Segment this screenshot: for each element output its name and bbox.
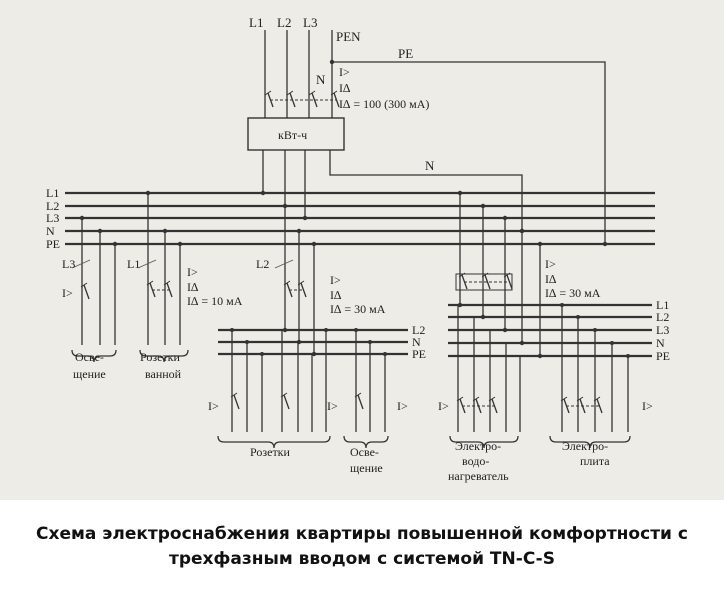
lighting-label-2: щение <box>73 367 106 381</box>
heater-label-3: нагреватель <box>448 469 509 483</box>
label-input-l3: L3 <box>303 15 317 30</box>
stove-breaker-label: I> <box>642 399 653 413</box>
wiring-diagram: L1 L2 L3 PEN PE N I> I∆ I∆ = 100 (300 мА… <box>0 0 724 500</box>
lighting-circuit <box>71 215 118 363</box>
heater-label-2: водо- <box>462 454 489 468</box>
bath-rcd-rating: I∆ = 10 мА <box>187 294 243 308</box>
group3-rcd-rating: I∆ = 30 мА <box>545 286 601 300</box>
caption-line-2: трехфазным вводом с системой TN-C-S <box>169 549 555 569</box>
group3-rcd-residual: I∆ <box>545 272 557 286</box>
group2-bus <box>218 327 408 357</box>
group2-rcd-overcurrent: I> <box>330 273 341 287</box>
schematic-svg: L1 L2 L3 PEN PE N I> I∆ I∆ = 100 (300 мА… <box>46 15 670 483</box>
energy-meter <box>247 117 345 151</box>
label-n-main: N <box>316 72 326 87</box>
group3-bus-l2: L2 <box>656 310 669 324</box>
group2-breaker-3: I> <box>397 399 408 413</box>
main-breaker-switches <box>264 90 340 108</box>
group2-phase-label: L2 <box>256 257 269 271</box>
group2-bus-n: N <box>412 335 421 349</box>
bus-label-l1: L1 <box>46 186 59 200</box>
label-n-after-meter: N <box>425 158 435 173</box>
heater-label-1: Электро- <box>455 439 501 453</box>
lighting-breaker-label: I> <box>62 286 73 300</box>
heater-breaker-label: I> <box>438 399 449 413</box>
main-breaker-overcurrent: I> <box>339 65 350 79</box>
label-input-l2: L2 <box>277 15 291 30</box>
label-pe-top: PE <box>398 46 413 61</box>
main-breaker-rcd: I∆ <box>339 81 351 95</box>
lighting-label-1: Осве- <box>75 350 104 364</box>
group3-bus-pe: PE <box>656 349 670 363</box>
label-input-l1: L1 <box>249 15 263 30</box>
figure-caption: Схема электроснабжения квартиры повышенн… <box>0 522 724 572</box>
bus-label-l2: L2 <box>46 199 59 213</box>
group2-feed <box>274 206 317 354</box>
stove-branch <box>549 303 631 449</box>
group2-bus-pe: PE <box>412 347 426 361</box>
lighting-phase-label: L3 <box>62 257 75 271</box>
group2-breaker-2: I> <box>327 399 338 413</box>
group3-bus-l3: L3 <box>656 323 669 337</box>
group3-bus-n: N <box>656 336 665 350</box>
group3-bus <box>448 302 652 359</box>
bath-rcd-residual: I∆ <box>187 280 199 294</box>
bath-label-2: ванной <box>145 367 182 381</box>
meter-label: кВт-ч <box>278 128 307 142</box>
heater-branch <box>449 305 521 449</box>
stove-label-1: Электро- <box>562 439 608 453</box>
sockets-label: Розетки <box>250 445 291 459</box>
main-bus <box>65 191 655 246</box>
bus-label-l3: L3 <box>46 211 59 225</box>
bath-phase-label: L1 <box>127 257 140 271</box>
group2-breaker-1: I> <box>208 399 219 413</box>
caption-line-1: Схема электроснабжения квартиры повышенн… <box>36 524 688 544</box>
stove-label-2: плита <box>580 454 610 468</box>
input-lines <box>264 30 333 118</box>
bath-label-1: Розетки <box>140 350 181 364</box>
group2-lighting-label-1: Осве- <box>350 445 379 459</box>
group2-rcd-residual: I∆ <box>330 288 342 302</box>
group3-bus-l1: L1 <box>656 298 669 312</box>
group2-bus-l2: L2 <box>412 323 425 337</box>
bath-rcd-overcurrent: I> <box>187 265 198 279</box>
group2-lighting-label-2: щение <box>350 461 383 475</box>
label-pen: PEN <box>336 29 361 44</box>
bus-label-n: N <box>46 224 55 238</box>
main-breaker-rating: I∆ = 100 (300 мА) <box>339 97 429 111</box>
group2-rcd-rating: I∆ = 30 мА <box>330 302 386 316</box>
bus-label-pe: PE <box>46 237 60 251</box>
bath-sockets-circuit <box>137 190 189 363</box>
group2-branches <box>217 328 389 449</box>
group3-rcd-overcurrent: I> <box>545 257 556 271</box>
group3-feed <box>455 190 543 356</box>
